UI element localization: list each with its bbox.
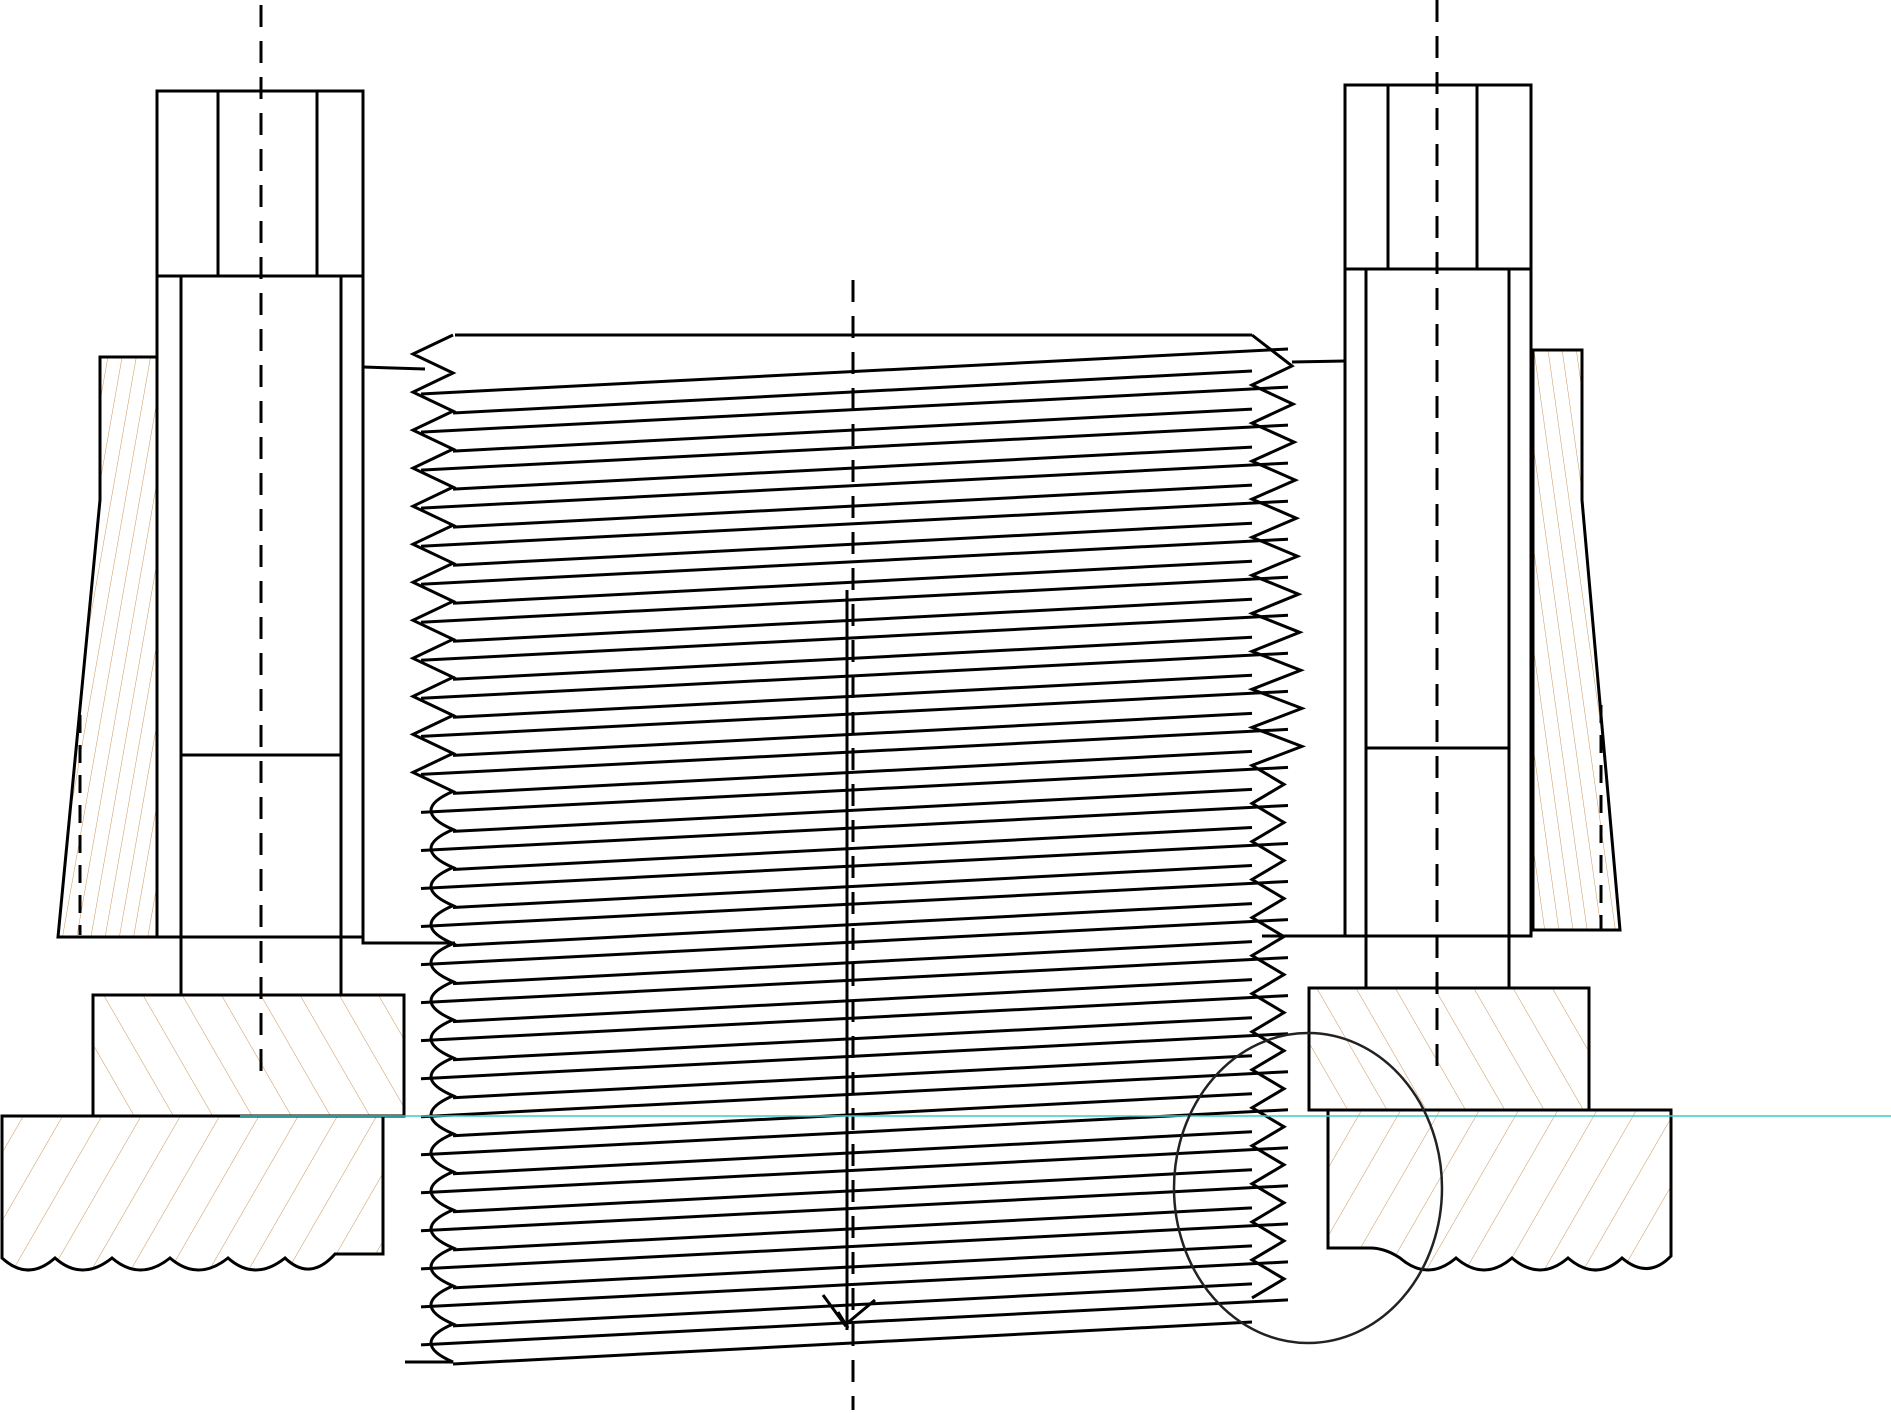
left-tapered-wedge [56, 355, 159, 939]
thread-helix-line [420, 461, 1289, 510]
thread-helix-line [420, 1260, 1289, 1309]
right-support [1262, 0, 1673, 1272]
thread-helix-line [420, 499, 1289, 548]
thread-right-profile [1247, 333, 1307, 1300]
thread-helix-line [452, 787, 1253, 833]
thread-left-profile [405, 333, 457, 1364]
thread-helix-line [452, 940, 1253, 986]
left-base-plate [0, 1114, 385, 1272]
thread-helix-line [420, 1070, 1289, 1119]
thread-helix-line [452, 902, 1253, 948]
thread-helix-line [452, 749, 1253, 795]
thread-helix-line [420, 1146, 1289, 1195]
thread-helix-line [420, 575, 1289, 624]
thread-helix-line [420, 613, 1289, 662]
right-washer-block [1307, 986, 1591, 1112]
thread-helix-line [420, 537, 1289, 586]
thread-helix-line [452, 826, 1253, 871]
thread-helix-line [420, 1184, 1289, 1233]
left-support [0, 5, 455, 1272]
right-base-plate [1326, 1108, 1673, 1272]
thread-helix-line [420, 423, 1289, 472]
thread-helix-line [420, 1222, 1289, 1271]
thread-helix-line [452, 711, 1253, 757]
right-connector [1262, 359, 1346, 938]
thread-helix-line [420, 1298, 1289, 1347]
arrow-head-icon [821, 1294, 876, 1329]
threaded-cylinder [405, 280, 1307, 1410]
thread-helix-line [452, 864, 1253, 909]
left-washer-block [91, 993, 406, 1118]
detail-callout-circle [1172, 1031, 1444, 1345]
thread-helix-line [420, 1108, 1289, 1157]
thread-helix-line [420, 651, 1289, 700]
right-tapered-wedge [1531, 348, 1622, 932]
